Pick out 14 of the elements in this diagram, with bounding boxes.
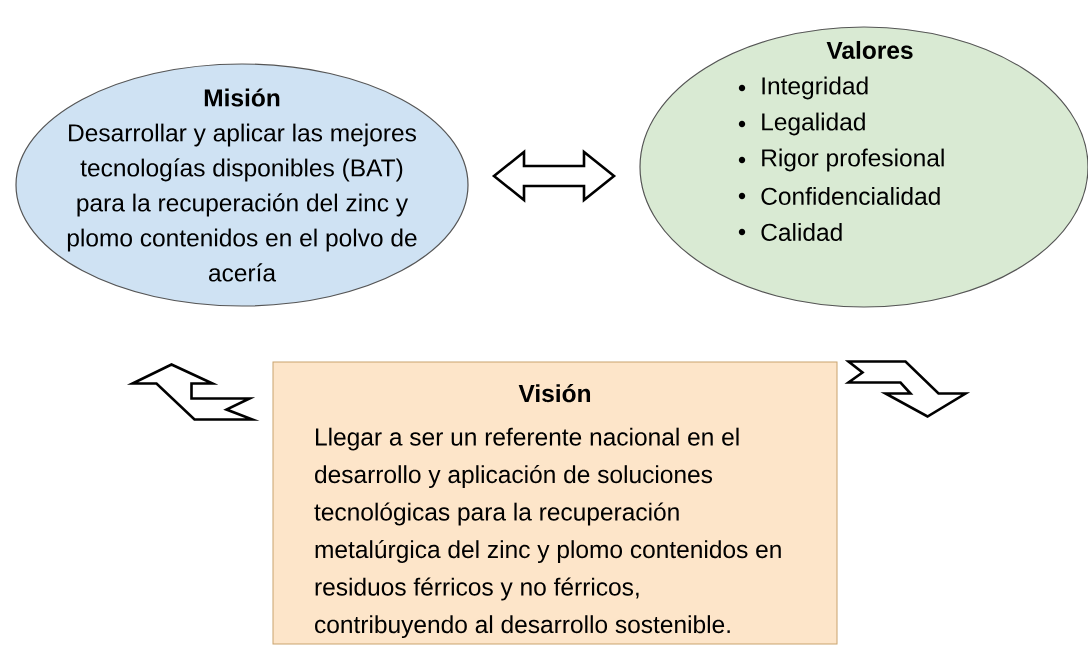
heading: Misión: [204, 88, 280, 107]
list-item: Calidad: [761, 223, 842, 241]
list-item: Rigor profesional: [762, 148, 944, 172]
heading: Visión: [518, 384, 590, 403]
text-box: [272, 361, 838, 645]
list-item: Confidencialidad: [761, 187, 940, 205]
body-text: Desarrollar y aplicar las mejores tecnologías disponibles (BAT) para la recuperación del zinc y plomo contenidos en el polvo de acería: [67, 123, 417, 282]
list-item: Legalidad: [762, 112, 865, 136]
ellipse-node: [639, 26, 1088, 308]
list-item: Integridad: [762, 76, 868, 100]
heading: Valores: [826, 41, 913, 59]
ellipse-node: [15, 63, 469, 307]
body-text: Llegar a ser un referente nacional en el desarrollo y aplicación de soluciones tecnológicas para la recuperación metalúrgica del zinc y plomo contenidos en residuos férricos y no férricos, contribuyendo al desarrollo sostenible.: [314, 427, 781, 639]
block-arrow: [844, 360, 971, 418]
